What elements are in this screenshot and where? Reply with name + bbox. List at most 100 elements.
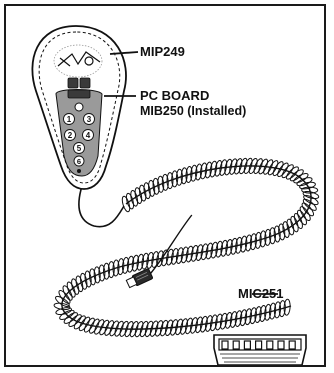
indicator-led (77, 169, 81, 173)
cord-coil-loop (161, 173, 169, 191)
cord-coil-loop (195, 244, 204, 261)
cord-coil-loop (166, 172, 174, 190)
cord-coil-loop (244, 308, 252, 326)
connector-pin (221, 340, 229, 350)
cord-coil-loop (131, 254, 140, 272)
cord-coil-loop (109, 320, 119, 337)
cord-coil-loop (107, 261, 115, 279)
cord-coil-loop (277, 162, 289, 178)
cord-coil-loop (144, 320, 154, 338)
cord-coil-loop (254, 306, 262, 324)
cord-coil-loop (301, 202, 315, 217)
cord-plug (125, 214, 193, 289)
connector-pin (243, 340, 251, 350)
cord-coil-loop (102, 262, 111, 280)
cord-coil-loop (62, 285, 73, 301)
connector-pin (266, 340, 274, 350)
cord-coil-loop (293, 212, 303, 230)
cord-coil-loop (185, 245, 194, 263)
cord-coil-loop (152, 177, 160, 195)
cord-coil-loop (84, 270, 92, 288)
cord-coil-loop (285, 166, 299, 180)
cord-coil-loop (299, 181, 316, 190)
cord-coil-loop (302, 198, 317, 211)
cord-coil-loop (68, 314, 82, 327)
cord-coil-loop (148, 179, 156, 197)
cord-coil-loop (78, 316, 91, 332)
cord-coil-loop (149, 320, 159, 337)
keypad-key-1: 1 (63, 113, 75, 125)
pc-board-label: PC BOARD (140, 88, 209, 103)
cord-coil-loop (296, 177, 313, 187)
cord-coil-loop (299, 206, 311, 222)
cord-coil-loop (219, 159, 228, 176)
cord-coil-loop (171, 170, 179, 188)
cord-coil-loop (205, 315, 213, 332)
cord-coil-loop (175, 247, 184, 264)
cord-coil-loop (89, 268, 97, 286)
cord-coil-loop (98, 264, 106, 282)
mode-key-left (67, 77, 79, 89)
cord-coil-loop (136, 253, 145, 271)
cord-coil-loop (273, 225, 281, 243)
cord-coil-loop (104, 320, 115, 336)
cord-coil-loop (229, 158, 238, 175)
cord-coil-loop (272, 161, 284, 177)
cord-coil-loop (209, 160, 218, 178)
cord-coil-loop (200, 243, 209, 261)
cord-coil-loop (269, 302, 277, 320)
cord-coil-loop (114, 320, 124, 337)
cord-coil-loop (126, 255, 135, 273)
svg-text:2: 2 (68, 131, 73, 140)
cord-coil-loop (175, 318, 184, 336)
cord-coil-loop (239, 309, 248, 327)
cord-coil-loop (93, 266, 101, 284)
cord-coil-loop (258, 158, 269, 175)
cord-coil-loop (190, 245, 199, 262)
connector-pin (232, 340, 240, 350)
cord-coil-loop (282, 221, 290, 239)
parts-diagram: 1 2 3 4 5 6 MIP249 PC BOARD MIB250 (I (31, 25, 320, 365)
cord-coil-loop (112, 259, 120, 277)
cord-coil-loop (195, 163, 203, 181)
cord-coil-loop (121, 195, 131, 213)
cord-coil-loop (269, 227, 276, 245)
pendant-part-label: MIP249 (140, 44, 185, 59)
cord-coil-loop (159, 319, 169, 337)
connector-pin (288, 340, 296, 350)
cord-coils (53, 157, 320, 338)
cord-coil-loop (254, 231, 262, 249)
cord-coil-loop (264, 303, 272, 321)
cord-coil-loop (263, 159, 274, 175)
cord-coil-loop (170, 319, 179, 336)
cord-coil-loop (281, 164, 294, 179)
keypad-key-5: 5 (73, 142, 85, 154)
cord-coil-loop (238, 157, 248, 175)
cord-coil-loop (94, 319, 105, 335)
cord-coil-loop (75, 275, 84, 293)
cord-coil-loop (199, 162, 208, 180)
cord-coil-loop (66, 281, 76, 298)
cord-coil-loop (55, 307, 73, 316)
keypad-key-4: 4 (82, 129, 94, 141)
keypad-key-6: 6 (73, 155, 85, 167)
cord-coil-loop (240, 235, 248, 253)
cord-coil-loop (267, 160, 279, 176)
svg-text:6: 6 (77, 157, 81, 166)
diagram-frame: 1 2 3 4 5 6 MIP249 PC BOARD MIB250 (I (4, 4, 326, 367)
cord-coil-loop (170, 248, 179, 265)
cord-coil-loop (83, 317, 95, 333)
cord-coil-loop (301, 186, 319, 194)
cord-coil-loop (234, 310, 243, 328)
cord-coil-loop (248, 157, 258, 175)
cord-coil-loop (303, 194, 319, 206)
cord-coil-loop (119, 320, 129, 337)
power-icon (74, 102, 84, 112)
cord-coil-loop (151, 251, 159, 268)
cord-coil-loop (230, 237, 238, 255)
cord-coil-loop (224, 158, 233, 176)
cord-coil-loop (190, 164, 198, 182)
cord-coil-loop (117, 258, 125, 276)
svg-text:5: 5 (77, 144, 82, 153)
cord-coil-loop (125, 192, 135, 210)
